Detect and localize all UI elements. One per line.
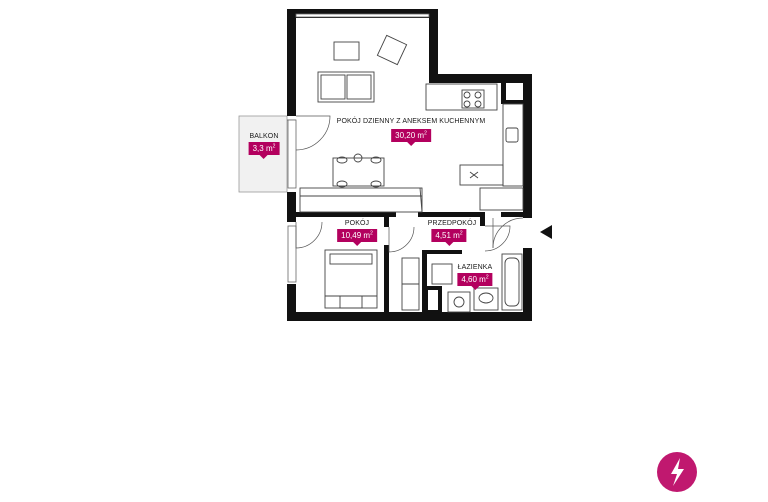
- living-furniture: [299, 34, 423, 213]
- bathroom-area: 4,60 m2: [457, 273, 493, 286]
- bedroom-furniture: [324, 249, 378, 309]
- balcony-name: BALKON: [249, 133, 279, 140]
- hallway-name: PRZEDPOKÓJ: [427, 220, 477, 227]
- windows: [287, 13, 430, 283]
- bedroom-area: 10,49 m2: [337, 229, 377, 242]
- outer-walls: [287, 9, 532, 321]
- living-room-area: 30,20 m2: [391, 129, 431, 142]
- balcony-area-tag: 3,3 m2: [248, 142, 280, 155]
- bathroom-fixtures: [431, 253, 523, 313]
- lightning-logo-icon: [657, 452, 697, 492]
- doors: [295, 115, 524, 253]
- hallway-area: 4,51 m2: [431, 229, 467, 242]
- bathroom-name: ŁAZIENKA: [457, 264, 493, 271]
- kitchen-units: [425, 83, 524, 211]
- entrance-arrow-icon: [540, 225, 552, 239]
- bedroom-name: POKÓJ: [344, 220, 370, 227]
- interior-walls: [296, 82, 523, 314]
- living-room-name: POKÓJ DZIENNY Z ANEKSEM KUCHENNYM: [336, 118, 486, 125]
- hallway-wardrobe: [401, 257, 420, 311]
